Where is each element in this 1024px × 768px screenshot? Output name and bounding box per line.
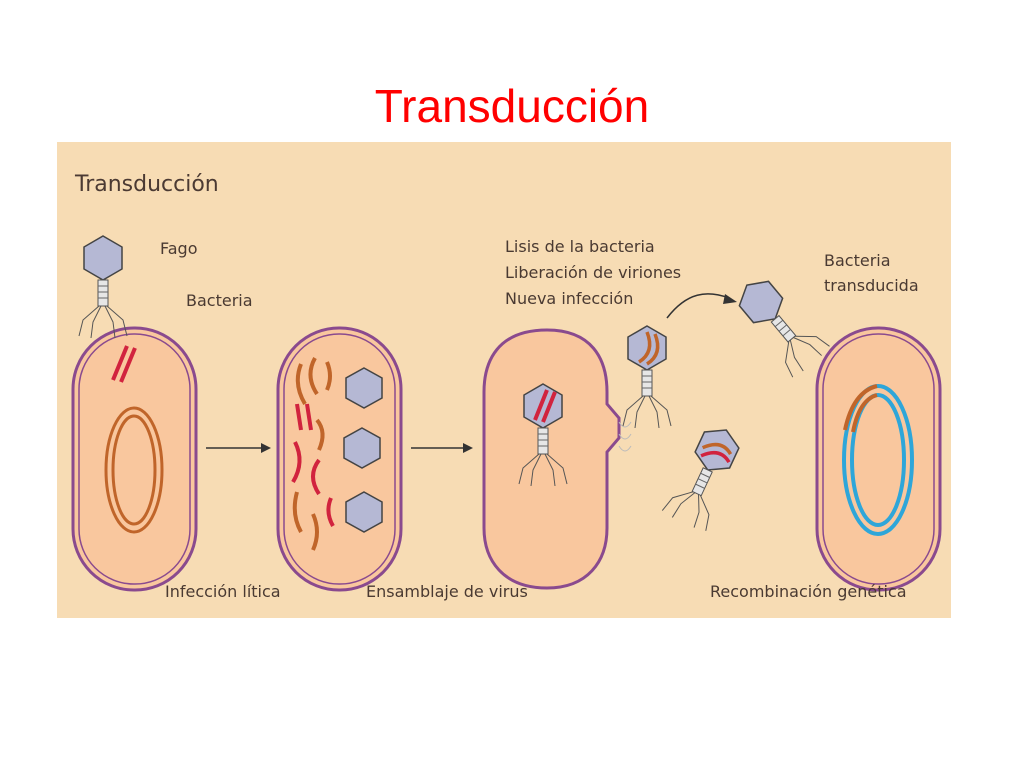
label-bacteria: Bacteria [186,291,253,310]
label-bacteria-transducida-2: transducida [824,276,919,295]
cell-1 [71,326,198,592]
label-fago: Fago [160,239,198,258]
cell-4-transduced [815,326,942,592]
label-liberacion: Liberación de viriones [505,263,682,282]
label-bacteria-transducida-1: Bacteria [824,251,891,270]
released-phage-icon [622,325,672,429]
phage-new-infection-icon [727,268,832,380]
diagram-graphics [71,235,942,592]
slide-title: Transducción [374,80,650,132]
phage-attaching-icon [78,235,128,339]
diagram-heading: Transducción [75,172,219,197]
label-lisis: Lisis de la bacteria [505,237,655,256]
released-phage-2-icon [660,419,749,534]
cell-2 [276,326,403,592]
label-infeccion-litica: Infección lítica [165,582,281,601]
label-ensamblaje: Ensamblaje de virus [366,582,528,601]
label-recombinacion: Recombinación genética [710,582,907,601]
cell-3-lysing [482,328,632,590]
label-nueva-infeccion: Nueva infección [505,289,634,308]
transduction-diagram: Transducción Fago Bacteria Lisis de la b… [57,142,951,618]
